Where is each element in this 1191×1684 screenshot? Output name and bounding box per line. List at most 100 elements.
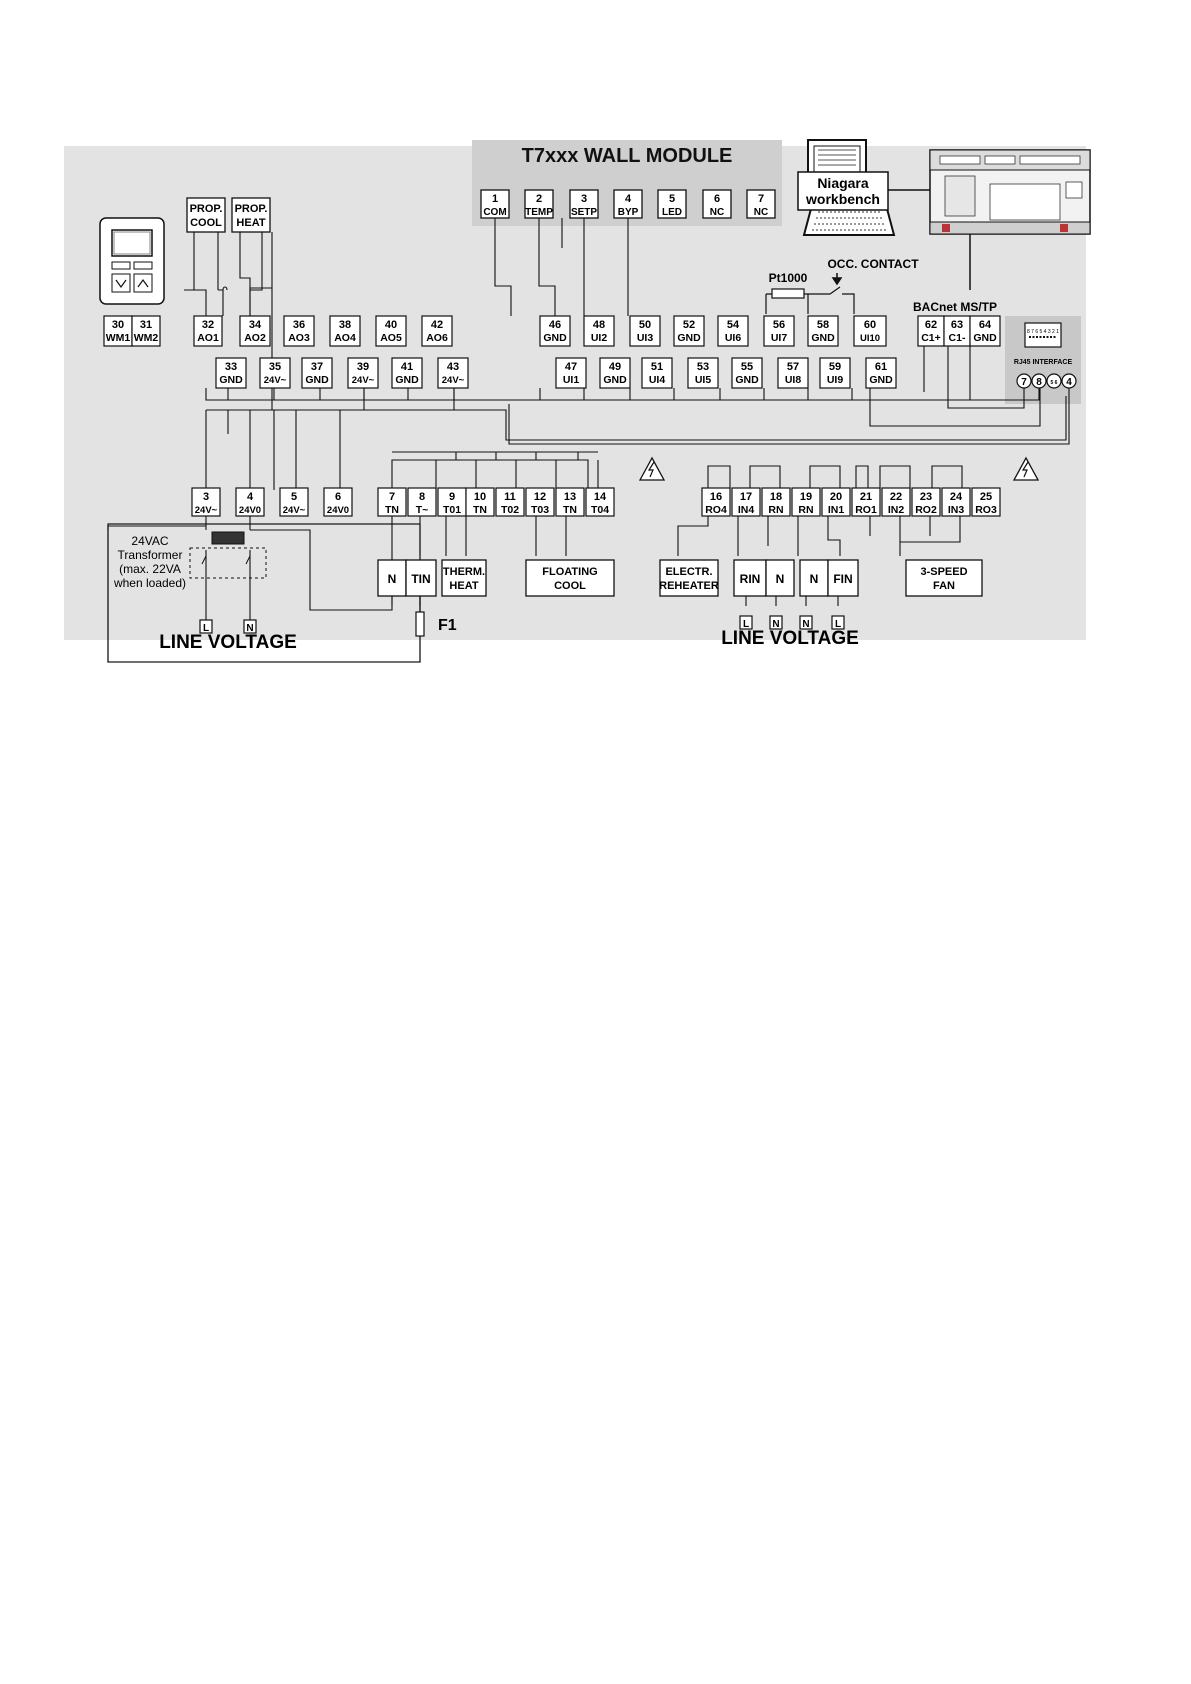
terminal: 8T~ xyxy=(407,487,437,517)
terminal-box xyxy=(807,315,839,347)
terminal-number: 20 xyxy=(830,491,842,503)
terminal-label: AO4 xyxy=(334,332,356,344)
terminal-number: 5 xyxy=(291,491,297,503)
pt1000-resistor xyxy=(771,288,805,299)
terminal-number: 63 xyxy=(951,319,963,331)
line-voltage-left: LINE VOLTAGE xyxy=(159,632,297,653)
terminal-number: 38 xyxy=(339,319,351,331)
fuse-symbol xyxy=(415,611,425,637)
terminal-number: 47 xyxy=(565,361,577,373)
device-electr-2: REHEATER xyxy=(659,580,719,592)
terminal-number: 54 xyxy=(727,319,740,331)
terminal-number: 3 xyxy=(203,491,209,503)
terminal-box xyxy=(407,487,437,517)
terminal-label: UI2 xyxy=(591,332,608,344)
terminal-box xyxy=(215,357,247,389)
terminal-number: 46 xyxy=(549,319,561,331)
wall-module-terminal: 7 NC xyxy=(746,189,776,219)
terminal-label: AO5 xyxy=(380,332,402,344)
terminal-number: 13 xyxy=(564,491,576,503)
device-fan-2: FAN xyxy=(933,580,955,592)
terminal-label: UI10 xyxy=(860,333,880,344)
rj45-label: RJ45 INTERFACE xyxy=(1014,359,1073,366)
terminal-number: 57 xyxy=(787,361,799,373)
terminal-box xyxy=(323,487,353,517)
terminal-label: NC xyxy=(710,207,724,218)
terminal-number: 34 xyxy=(249,319,262,331)
terminal-number: 36 xyxy=(293,319,305,331)
terminal-label: TEMP xyxy=(525,207,553,218)
terminal-box xyxy=(437,487,467,517)
device-floating-cool-2: COOL xyxy=(554,580,586,592)
terminal-label: WM2 xyxy=(134,332,159,344)
terminal-box xyxy=(791,487,821,517)
terminal-number: 51 xyxy=(651,361,663,373)
terminal-number: 21 xyxy=(860,491,872,503)
bacnet-label: BACnet MS/TP xyxy=(913,300,997,314)
terminal-number: 40 xyxy=(385,319,397,331)
terminal-number: 60 xyxy=(864,319,876,331)
device-fin: FIN xyxy=(833,572,852,586)
transformer-line4: when loaded) xyxy=(113,576,186,590)
device-tin: TIN xyxy=(411,572,430,586)
terminal-number: 37 xyxy=(311,361,323,373)
terminal-label: C1- xyxy=(949,332,966,344)
terminal-label: GND xyxy=(603,374,627,386)
terminal-number: 25 xyxy=(980,491,992,503)
supply-right-l1: L xyxy=(743,619,749,630)
terminal-box xyxy=(943,315,971,347)
prop-cool-box xyxy=(186,197,226,233)
terminal-label: GND xyxy=(305,374,329,386)
terminal-number: 24 xyxy=(950,491,963,503)
terminal-number: 53 xyxy=(697,361,709,373)
fuse-label: F1 xyxy=(438,617,457,634)
terminal-number: 22 xyxy=(890,491,902,503)
terminal-label: AO1 xyxy=(197,332,219,344)
terminal-label: RO2 xyxy=(915,504,937,516)
transformer-coil xyxy=(211,531,245,545)
terminal-label: BYP xyxy=(618,207,639,218)
terminal-label: AO2 xyxy=(244,332,266,344)
terminal-number: 31 xyxy=(140,319,152,331)
terminal-label: TN xyxy=(385,504,399,516)
terminal-label: 24V~ xyxy=(264,375,287,386)
terminal-box xyxy=(911,487,941,517)
transformer-line1: 24VAC xyxy=(131,534,168,548)
terminal-box xyxy=(821,487,851,517)
terminal-label: T04 xyxy=(591,504,609,516)
terminal-label: GND xyxy=(973,332,997,344)
terminal-label: GND xyxy=(677,332,701,344)
controller-icon xyxy=(929,149,1091,235)
rj45-connector xyxy=(1024,322,1062,348)
wall-module-terminal: 6 NC xyxy=(702,189,732,219)
device-n-mid: N xyxy=(776,572,785,586)
lower-terminal-row: 33GND3524V~37GND3924V~41GND4324V~47UI149… xyxy=(215,357,897,389)
terminal-label: T03 xyxy=(531,504,549,516)
terminal-number: 18 xyxy=(770,491,782,503)
terminal-box xyxy=(941,487,971,517)
high-voltage-warning-icon xyxy=(1012,456,1040,481)
terminal-box xyxy=(555,487,585,517)
terminal-label: UI5 xyxy=(695,374,712,386)
terminal-number: 41 xyxy=(401,361,413,373)
